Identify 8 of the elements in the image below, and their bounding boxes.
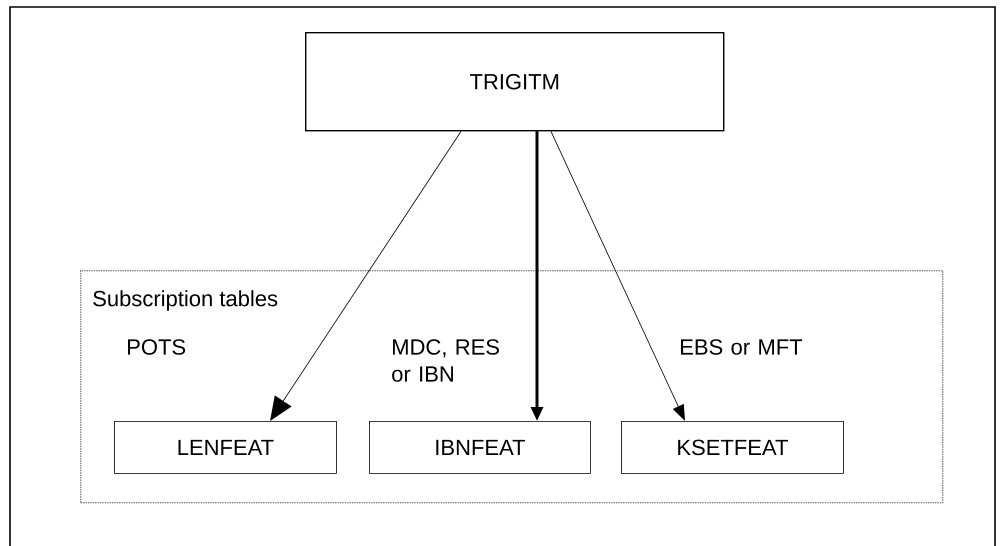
table-box: IBNFEAT (369, 421, 591, 474)
table-box: KSETFEAT (621, 421, 844, 474)
edge-label: POTS (128, 339, 186, 355)
table-box: TRIGITM (305, 32, 724, 132)
edge-label: MDC, RES or IBN (392, 339, 499, 382)
edge-label: EBS or MFT (681, 339, 802, 355)
arrow (270, 131, 462, 421)
table-box: LENFEAT (114, 421, 337, 474)
